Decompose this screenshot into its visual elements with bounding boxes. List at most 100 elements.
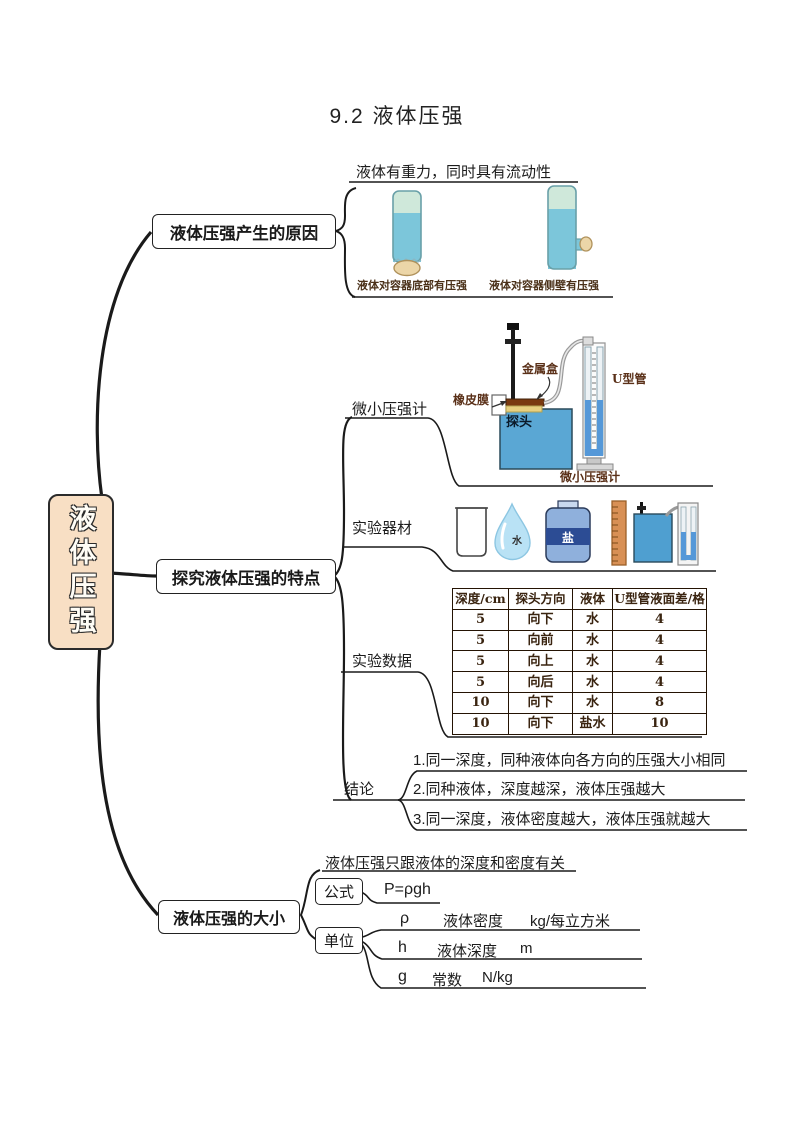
unit-box: 单位	[315, 927, 363, 954]
line-gauge	[345, 417, 713, 487]
branch-cause-label: 液体压强产生的原因	[169, 224, 319, 243]
table-row: 5 向前 水 4	[452, 629, 707, 652]
branch-explore-box: 探究液体压强的特点	[156, 559, 336, 594]
cell: 水	[572, 629, 613, 652]
rod-icon	[505, 323, 521, 417]
gauge-illustration: 探头	[453, 323, 646, 484]
unit-h-unit: m	[520, 940, 533, 957]
salt-label: 盐	[562, 530, 574, 545]
cell: 4	[612, 608, 707, 631]
branch-cause-box: 液体压强产生的原因	[152, 214, 336, 249]
col-diff: U型管液面差/格	[612, 588, 707, 610]
cause-note: 液体有重力，同时具有流动性	[356, 164, 552, 181]
unit-label: 单位	[323, 933, 354, 950]
cell: 8	[612, 691, 707, 714]
brace-cause	[332, 187, 357, 298]
page-title: 9.2 液体压强	[329, 105, 465, 128]
magnitude-note: 液体压强只跟液体的深度和密度有关	[325, 855, 566, 872]
metal-box-arrow	[539, 376, 551, 398]
mini-gauge-icon	[633, 502, 699, 566]
utube-icon	[576, 336, 614, 471]
gauge-label: 微小压强计	[352, 401, 428, 418]
unit-g-unit: N/kg	[482, 969, 513, 986]
root-node: 液体压强	[48, 494, 114, 650]
cell: 10	[612, 712, 707, 735]
cell: 向下	[508, 712, 573, 735]
tube-bottom-icon	[392, 190, 422, 277]
branch-magnitude-box: 液体压强的大小	[158, 900, 300, 934]
cell: 向上	[508, 650, 573, 673]
cell: 向下	[508, 608, 573, 631]
cell: 向后	[508, 671, 573, 693]
conclusion-item-1: 1.同一深度，同种液体向各方向的压强大小相同	[413, 752, 726, 769]
rubber-membrane-label: 橡皮膜	[453, 392, 489, 407]
line-equipment	[343, 546, 716, 572]
table-row: 5 向后 水 4	[452, 671, 707, 693]
table-row: 10 向下 盐水 10	[452, 712, 707, 735]
water-tank-icon	[499, 408, 573, 470]
root-label: 液体压强	[65, 504, 96, 640]
cell: 水	[572, 608, 613, 631]
cell: 5	[452, 608, 509, 631]
tube-side-icon	[547, 185, 593, 270]
metal-box-icon	[505, 398, 545, 407]
table-row: 5 向下 水 4	[452, 608, 707, 631]
edge-root-magnitude	[96, 642, 160, 917]
water-label: 水	[511, 534, 523, 547]
formula-value: P=ρgh	[384, 881, 431, 898]
equipment-illustration: 水 盐	[455, 500, 699, 566]
cell: 5	[452, 629, 509, 652]
unit-rho-meaning: 液体密度	[443, 913, 504, 930]
data-label: 实验数据	[352, 653, 413, 670]
unit-rho-unit: kg/每立方米	[530, 913, 611, 930]
line-data	[341, 671, 702, 738]
equipment-label: 实验器材	[352, 520, 413, 537]
cell: 向下	[508, 691, 573, 714]
caption-tube-bottom: 液体对容器底部有压强	[357, 279, 467, 292]
line-unit-rho	[358, 929, 640, 939]
cell: 4	[612, 671, 707, 693]
col-depth: 深度/cm	[452, 588, 509, 610]
formula-label: 公式	[323, 884, 354, 901]
experiment-data-table: 深度/cm 探头方向 液体 U型管液面差/格 5 向下 水 4 5 向前 水 4…	[452, 588, 707, 735]
cell: 5	[452, 650, 509, 673]
cell: 5	[452, 671, 509, 693]
ruler-icon	[611, 500, 627, 566]
unit-h-meaning: 液体深度	[437, 943, 498, 960]
cell: 向前	[508, 629, 573, 652]
unit-rho-symbol: ρ	[400, 910, 410, 927]
conclusion-label: 结论	[344, 781, 375, 798]
cell: 水	[572, 671, 613, 693]
cell: 水	[572, 691, 613, 714]
table-row: 10 向下 水 8	[452, 691, 707, 714]
brace-magnitude	[299, 869, 321, 941]
conclusion-item-2: 2.同种液体，深度越深，液体压强越大	[413, 781, 666, 798]
table-header-row: 深度/cm 探头方向 液体 U型管液面差/格	[452, 588, 707, 610]
unit-h-symbol: h	[398, 939, 407, 956]
branch-magnitude-label: 液体压强的大小	[172, 911, 285, 928]
probe-label: 探头	[506, 414, 532, 430]
cell: 4	[612, 650, 707, 673]
water-drop-icon: 水	[494, 502, 531, 561]
line-conclusion-3	[397, 799, 747, 831]
cell: 4	[612, 629, 707, 652]
cell: 盐水	[572, 712, 613, 735]
cell: 10	[452, 691, 509, 714]
line-conclusion-1	[397, 770, 747, 801]
col-direction: 探头方向	[508, 588, 573, 610]
caption-tube-side: 液体对容器侧壁有压强	[489, 279, 599, 292]
beaker-icon	[455, 507, 488, 557]
salt-bag-icon: 盐	[545, 500, 591, 563]
conclusion-item-3: 3.同一深度，液体密度越大，液体压强就越大	[413, 811, 711, 828]
table-row: 5 向上 水 4	[452, 650, 707, 673]
cell: 水	[572, 650, 613, 673]
edge-root-explore	[109, 571, 157, 578]
gauge-caption: 微小压强计	[559, 469, 620, 484]
unit-g-symbol: g	[398, 968, 407, 985]
test-tubes-illustration	[392, 185, 593, 277]
metal-box-label: 金属盒	[521, 361, 559, 376]
formula-box: 公式	[315, 878, 363, 905]
col-liquid: 液体	[572, 588, 613, 610]
edge-root-cause	[95, 230, 153, 500]
